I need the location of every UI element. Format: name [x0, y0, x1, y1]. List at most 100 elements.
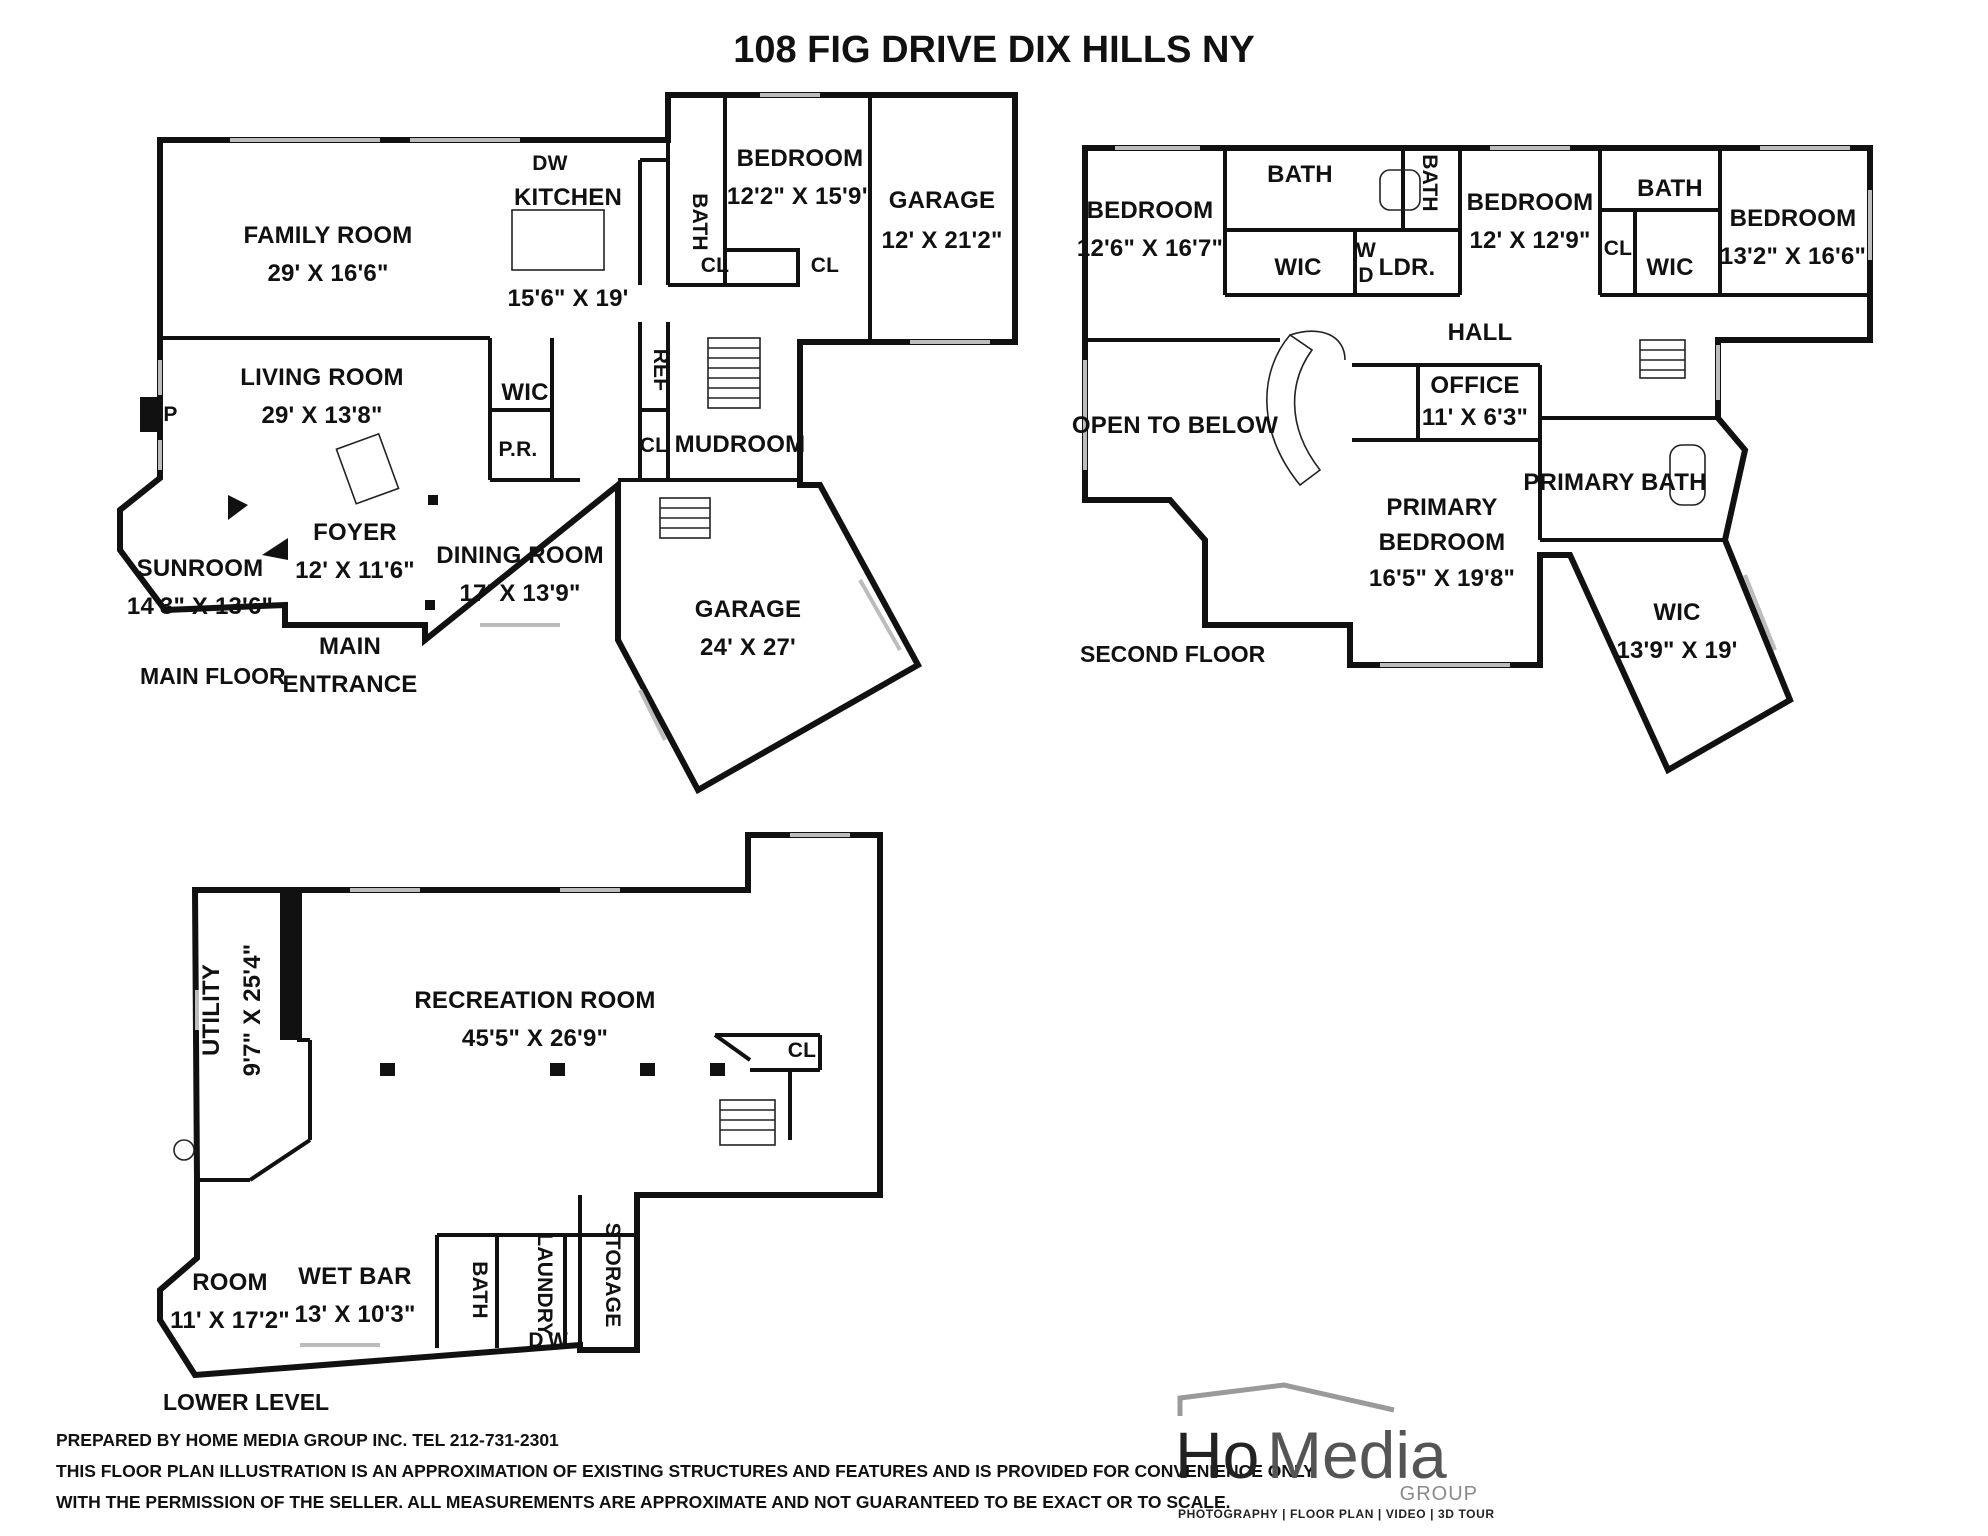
utility-dims: 9'7" X 25'4" [239, 944, 266, 1077]
main-bedroom-dims: 12'2" X 15'9" [727, 183, 873, 210]
main-floor-label: MAIN FLOOR [140, 663, 286, 689]
primary-bath-label: PRIMARY BATH [1523, 469, 1706, 496]
second-floor-outline [1082, 145, 1873, 775]
utility-label: UTILITY [198, 964, 225, 1056]
disclaimer-line-1: THIS FLOOR PLAN ILLUSTRATION IS AN APPRO… [56, 1461, 1315, 1481]
sunroom-label: SUNROOM [137, 555, 264, 582]
logo-roof-icon [1177, 1382, 1395, 1416]
fireplace-label: F/P [144, 403, 177, 426]
bedroom-3-dims: 12' X 12'9" [1469, 227, 1590, 254]
primary-bedroom-label-line2: BEDROOM [1379, 529, 1506, 556]
main-entrance-label: MAIN [319, 633, 381, 660]
primary-wic-label: WIC [1653, 599, 1700, 626]
large-garage-label: GARAGE [695, 596, 802, 623]
closet-label: CL [811, 254, 839, 277]
lower-level-windows [195, 833, 850, 1347]
office-label: OFFICE [1430, 372, 1519, 399]
hall-label: HALL [1448, 319, 1513, 346]
kitchen-label: KITCHEN [514, 184, 622, 211]
footer-disclaimer: PREPARED BY HOME MEDIA GROUP INC. TEL 21… [56, 1430, 1315, 1512]
bath-label: BATH [1637, 175, 1703, 202]
foyer-stair-newel [262, 538, 288, 560]
second-floor-label: SECOND FLOOR [1080, 641, 1266, 667]
logo-media-text: Media [1267, 1418, 1447, 1492]
water-heater [173, 1139, 195, 1161]
bathtub [1379, 169, 1421, 211]
recreation-room-dims: 45'5" X 26'9" [462, 1025, 608, 1052]
column [550, 1063, 565, 1076]
logo-ho-text: Ho [1175, 1418, 1259, 1492]
foyer-column [228, 495, 248, 520]
office-dims: 11' X 6'3" [1422, 404, 1528, 431]
storage-label: STORAGE [601, 1223, 624, 1328]
sunroom-dims: 14'3" X 13'6" [127, 593, 273, 620]
laundry-label: LAUNDRY [533, 1233, 556, 1336]
living-room-sofa [335, 432, 400, 505]
main-floor-plan: FAMILY ROOM 29' X 16'6" KITCHEN 15'6" X … [117, 92, 1018, 795]
bedroom-4-label: BEDROOM [1730, 205, 1857, 232]
recreation-room-label: RECREATION ROOM [414, 987, 655, 1014]
main-bedroom-label: BEDROOM [737, 145, 864, 172]
lower-room-dims: 11' X 17'2" [170, 1307, 290, 1334]
dishwasher-label: DW [532, 152, 567, 175]
small-garage-dims: 12' X 21'2" [881, 227, 1002, 254]
bedroom-3-label: BEDROOM [1467, 189, 1594, 216]
dining-room-dims: 17' X 13'9" [459, 580, 580, 607]
fireplace [140, 397, 160, 432]
wic-label: WIC [1274, 254, 1321, 281]
bedroom-2-label: BEDROOM [1087, 197, 1214, 224]
second-floor-windows [1083, 146, 1872, 667]
lower-room-label: ROOM [192, 1269, 267, 1296]
main-bath-label: BATH [688, 193, 711, 251]
bath-label: BATH [1267, 161, 1333, 188]
refrigerator-label: REF [649, 349, 672, 392]
closet-label: CL [788, 1039, 816, 1062]
bedroom-4-dims: 13'2" X 16'6" [1720, 243, 1866, 270]
second-floor-plan: BEDROOM 12'6" X 16'7" BATH WIC BATH W D … [1072, 145, 1873, 775]
living-room-dims: 29' X 13'8" [261, 402, 382, 429]
column [640, 1063, 655, 1076]
main-entrance-label-line2: ENTRANCE [283, 671, 418, 698]
closet-label: CL [701, 254, 729, 277]
primary-wic-dims: 13'9" X 19' [1616, 637, 1737, 664]
large-garage-dims: 24' X 27' [700, 634, 796, 661]
disclaimer-line-2: WITH THE PERMISSION OF THE SELLER. ALL M… [56, 1492, 1231, 1512]
open-to-below-label: OPEN TO BELOW [1072, 412, 1278, 439]
logo-tagline: PHOTOGRAPHY | FLOOR PLAN | VIDEO | 3D TO… [1178, 1507, 1495, 1521]
main-floor-windows [158, 93, 990, 741]
prepared-by-text: PREPARED BY HOME MEDIA GROUP INC. TEL 21… [56, 1430, 559, 1450]
bedroom-2-dims: 12'6" X 16'7" [1077, 235, 1223, 262]
kitchen-dims: 15'6" X 19' [507, 285, 628, 312]
living-room-label: LIVING ROOM [240, 364, 404, 391]
dryer-label: D [1358, 264, 1373, 287]
closet-label: CL [640, 434, 668, 457]
powder-room-label: P.R. [499, 438, 538, 461]
dryer-label: D [528, 1329, 543, 1352]
wic-label: WIC [1646, 254, 1693, 281]
family-room-dims: 29' X 16'6" [267, 260, 388, 287]
plan-title: 108 FIG DRIVE DIX HILLS NY [733, 29, 1255, 71]
mudroom-label: MUDROOM [675, 431, 806, 458]
main-floor-interior-walls [160, 95, 872, 482]
logo-group-text: GROUP [1400, 1483, 1478, 1505]
laundry-label: LDR. [1379, 254, 1436, 281]
second-floor-stairs [1639, 339, 1686, 379]
curved-staircase [1266, 333, 1322, 487]
lower-level-label: LOWER LEVEL [163, 1389, 329, 1415]
main-floor-outline [117, 92, 1018, 795]
lower-level-outline [157, 832, 883, 1379]
washer-label: W [1356, 239, 1376, 262]
main-floor-stairs [659, 337, 761, 539]
washer-label: W [548, 1329, 568, 1352]
family-room-label: FAMILY ROOM [244, 222, 413, 249]
homedia-logo: Ho Media GROUP PHOTOGRAPHY | FLOOR PLAN … [1175, 1382, 1495, 1521]
lower-level-stairs [719, 1099, 776, 1146]
foyer-dims: 12' X 11'6" [295, 557, 415, 584]
column [710, 1063, 725, 1076]
closet-label: CL [1604, 237, 1632, 260]
primary-bedroom-dims: 16'5" X 19'8" [1369, 565, 1515, 592]
second-floor-interior-walls [1085, 148, 1870, 542]
primary-bathtub [1669, 444, 1706, 506]
chimney [280, 890, 302, 1040]
